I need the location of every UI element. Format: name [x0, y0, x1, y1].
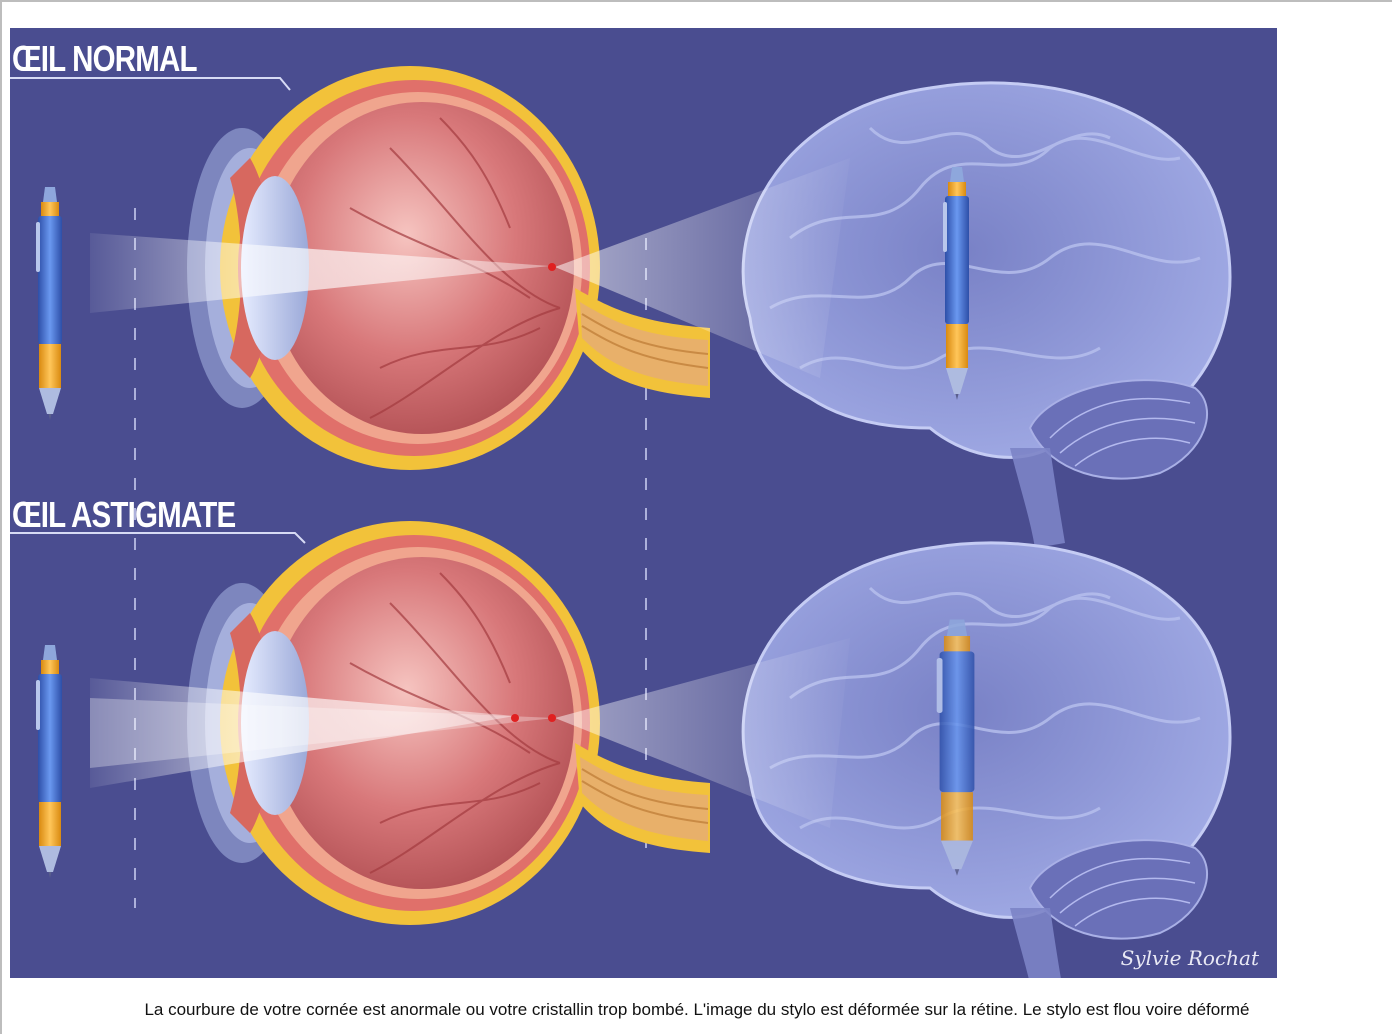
astigmatic-row [36, 521, 1230, 978]
pen-object-astigmatic [36, 645, 62, 878]
focal-point-astigmatic-2 [548, 714, 556, 722]
figure-caption: La courbure de votre cornée est anormale… [0, 1000, 1394, 1020]
artist-signature: Sylvie Rochat [1121, 946, 1259, 970]
normal-row [36, 66, 1230, 548]
heading-normal-eye: ŒIL NORMAL [12, 38, 197, 80]
pen-image-normal [943, 167, 969, 400]
heading-astigmatic-eye: ŒIL ASTIGMATE [12, 494, 235, 536]
focal-point-astigmatic-1 [511, 714, 519, 722]
focal-point-normal [548, 263, 556, 271]
illustration-panel: ŒIL NORMAL ŒIL ASTIGMATE Sylvie Rochat [10, 28, 1277, 978]
pen-image-astigmatic [937, 620, 975, 876]
pen-object-normal [36, 187, 62, 420]
